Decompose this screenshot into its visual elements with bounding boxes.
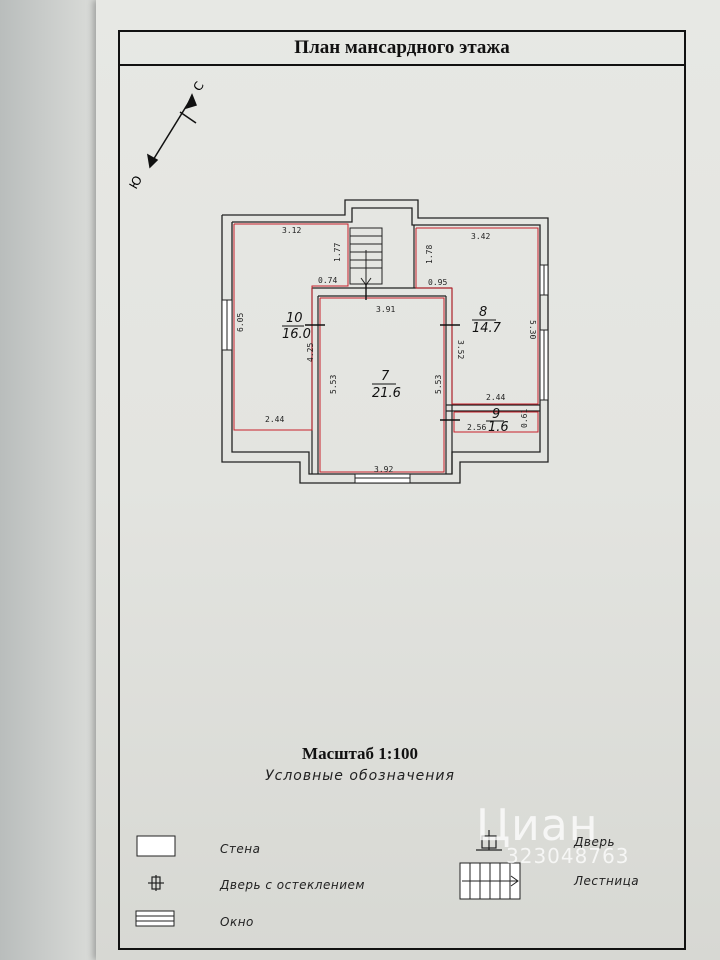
stairs-icon: [349, 227, 383, 286]
outer-walls: [221, 199, 549, 484]
dim-3: 0.74: [318, 276, 337, 285]
svg-text:10: 10: [286, 311, 303, 326]
door-marks: [305, 284, 460, 421]
dim-11: 1.78: [425, 245, 434, 264]
legend-window-symbol: [135, 910, 175, 927]
svg-text:14.7: 14.7: [472, 321, 502, 336]
dim-1: 3.12: [282, 226, 301, 235]
svg-text:21.6: 21.6: [372, 386, 401, 401]
svg-text:16.0: 16.0: [282, 327, 311, 342]
dim-7: 3.91: [376, 305, 395, 314]
room-label-10: 10 16.0: [282, 311, 311, 342]
compass-south: Ю: [126, 173, 145, 191]
dim-16: 2.44: [486, 393, 505, 402]
scale-label: Масштаб 1:100: [302, 744, 418, 763]
compass-north: С: [190, 79, 206, 93]
dim-12: 0.95: [428, 278, 447, 287]
legend-glazed-door-symbol: [148, 875, 164, 891]
dim-10: 3.92: [374, 465, 393, 474]
dim-6: 2.44: [265, 415, 284, 424]
window-icons: [221, 264, 549, 484]
svg-text:9: 9: [492, 407, 500, 422]
dim-13: 3.42: [471, 232, 490, 241]
room-label-8: 8 14.7: [472, 305, 502, 336]
legend-wall-label: Стена: [220, 842, 261, 856]
title-row: План мансардного этажа: [120, 32, 684, 66]
watermark-brand: Циан: [476, 800, 599, 851]
svg-text:7: 7: [381, 369, 390, 384]
dim-15: 5.30: [528, 320, 537, 339]
svg-text:1.6: 1.6: [488, 420, 509, 435]
compass-icon: [147, 93, 198, 169]
legend-stairs-label: Лестница: [574, 874, 640, 888]
dim-9: 5.53: [434, 375, 443, 394]
dim-8: 5.53: [329, 375, 338, 394]
room-outlines: [233, 223, 539, 473]
drawing-frame: План мансардного этажа: [118, 30, 686, 950]
watermark-listing-id: 323048763: [506, 844, 630, 868]
legend-stairs-symbol: [459, 862, 521, 900]
room-label-9: 9 1.6: [486, 407, 509, 435]
legend-wall-symbol: [136, 835, 176, 857]
legend-title: Условные обозначения: [265, 768, 455, 784]
dim-5: 4.25: [306, 343, 315, 362]
dim-17: 2.56: [467, 423, 486, 432]
svg-text:8: 8: [479, 305, 487, 320]
legend-window-label: Окно: [220, 915, 254, 929]
room-label-7: 7 21.6: [372, 369, 401, 401]
plan-title: План мансардного этажа: [294, 37, 510, 58]
dim-18: 0.61: [520, 409, 529, 428]
legend-door-symbol: [476, 830, 502, 851]
dim-4: 6.05: [236, 313, 245, 332]
legend-glazed-door-label: Дверь с остеклением: [220, 878, 365, 892]
dim-2: 1.77: [333, 243, 342, 262]
dim-14: 3.52: [456, 340, 465, 359]
legend-door-label: Дверь: [574, 835, 616, 849]
